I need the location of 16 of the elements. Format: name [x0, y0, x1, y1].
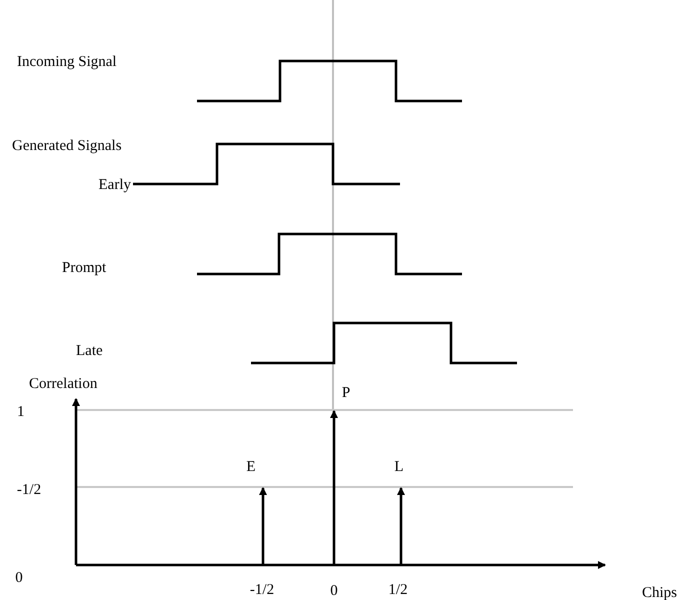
- signal-label: Late: [76, 342, 103, 360]
- tick-label: 1: [17, 403, 24, 421]
- signal-label: Incoming Signal: [17, 53, 117, 71]
- signal-label: Prompt: [62, 259, 106, 277]
- tick-label: -1/2: [250, 581, 274, 599]
- tick-label: 0: [330, 582, 338, 600]
- signal-label: Generated Signals: [12, 137, 122, 155]
- tick-label: -1/2: [16, 481, 42, 499]
- peak-label: E: [246, 458, 256, 476]
- peak-label: L: [394, 458, 404, 476]
- signal-label: Early: [98, 176, 131, 194]
- tick-label: 1/2: [388, 581, 408, 599]
- tick-label: 0: [15, 569, 23, 587]
- axis-title: Correlation: [29, 375, 98, 393]
- peak-label: P: [342, 384, 350, 402]
- axis-title: Chips: [642, 584, 678, 600]
